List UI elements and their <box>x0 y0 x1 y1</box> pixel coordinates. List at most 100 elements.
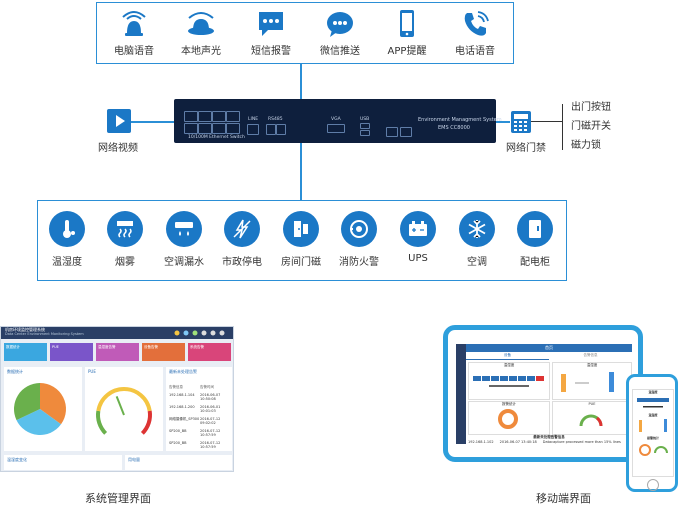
sys-tile[interactable]: 温湿度告警 <box>96 343 139 361</box>
tablet-bar <box>473 376 544 387</box>
sensor-label: 空调 <box>467 257 487 268</box>
sys-panel-power: 用电量 <box>125 455 232 470</box>
ethernet-port <box>198 111 212 122</box>
video-icon <box>107 109 131 133</box>
device-usb-label: USB <box>360 117 370 122</box>
tablet-tab[interactable]: 设备 <box>466 352 549 360</box>
sensor-label: 烟雾 <box>115 257 135 268</box>
sys-panel-pue: PUE <box>85 367 163 451</box>
table-cell: 2016-07-12 10:57:59 <box>200 441 221 449</box>
rs485-port <box>276 124 286 135</box>
sensor-label: 消防火警 <box>339 257 379 268</box>
sensor-label: 房间门磁 <box>281 257 321 268</box>
battery-icon <box>409 221 427 236</box>
device-switch-text: 10/100M Ethernet Switch <box>188 135 245 140</box>
pue-gauge <box>96 387 152 435</box>
table-cell: SP200_BB <box>169 441 187 445</box>
sys-header-title: 机房环境监控管理系统 <box>5 327 45 332</box>
gauge-arc <box>96 410 108 435</box>
system-ui-caption: 系统管理界面 <box>85 492 151 505</box>
alarm-cell: 2016-06-07 13:40:18 <box>499 440 537 444</box>
sms-icon <box>259 12 283 36</box>
tablet-header: 首页 <box>466 344 632 352</box>
sensor-item: UPS <box>389 211 447 264</box>
alarm-label: 微信推送 <box>320 46 360 57</box>
device-rs485-label: RS485 <box>268 117 283 122</box>
gauge-arc <box>140 410 152 435</box>
phone-icon <box>464 11 489 36</box>
sys-header: 机房环境监控管理系统 Data Center Environment Monit… <box>1 327 233 339</box>
tablet-tab[interactable]: 告警信息 <box>583 353 598 357</box>
power-off-icon <box>233 219 251 239</box>
tablet-alarm-table: 最新未处理告警信息 192.168.1.102 2016-06-07 13:40… <box>468 435 630 447</box>
sensor-item: 空调漏水 <box>155 211 213 268</box>
panel-title: PUE <box>588 402 596 406</box>
sensor-item: 烟雾 <box>96 211 154 268</box>
sys-tile[interactable]: 系统告警 <box>188 343 231 361</box>
sensor-item: 温湿度 <box>38 211 96 268</box>
alarm-item: 电脑语音 <box>103 9 165 57</box>
alarm-label: 电脑语音 <box>114 46 154 57</box>
usb-port <box>360 123 370 129</box>
panel-title: 最新未处理告警 <box>169 369 197 374</box>
alarm-row: 192.168.1.102 2016-06-07 13:40:18 Dataca… <box>468 440 630 444</box>
device-vga-label: VGA <box>331 117 341 122</box>
sensor-item: 消防火警 <box>330 211 388 268</box>
tablet-sidebar <box>456 344 466 444</box>
wechat-icon <box>327 12 353 37</box>
table-header-cell: 告警时间 <box>200 385 214 389</box>
alarm-item: 电话语音 <box>444 9 506 57</box>
gauge-needle <box>115 396 125 416</box>
ethernet-port <box>212 111 226 122</box>
tablet-gauge <box>579 414 603 427</box>
bracket-line <box>562 104 563 150</box>
phone-home-button[interactable] <box>647 479 659 491</box>
rs485-port <box>266 124 276 135</box>
video-label: 网络视频 <box>98 143 138 154</box>
vga-port <box>327 124 345 133</box>
table-row[interactable]: SP200_BB 2016-07-12 10:57:59 <box>169 441 231 449</box>
tablet-donut <box>498 409 518 429</box>
sys-tile[interactable]: 数据统计 <box>4 343 47 361</box>
tablet-thermo <box>561 372 614 392</box>
access-label: 网络门禁 <box>506 143 546 154</box>
snowflake-icon <box>468 220 486 238</box>
alarm-label: 电话语音 <box>455 46 495 57</box>
sys-tile[interactable]: 设备告警 <box>142 343 185 361</box>
connector-line <box>131 121 174 123</box>
panel-title: 数据统计 <box>7 369 23 374</box>
ethernet-port <box>212 123 226 134</box>
tablet-panel: PUE <box>552 401 632 435</box>
table-cell: 192.168.1.104 <box>169 393 195 397</box>
line-port <box>247 124 259 135</box>
ethernet-port <box>184 123 198 134</box>
sys-tile[interactable]: PUE <box>50 343 93 361</box>
table-cell: 192.168.1.200 <box>169 405 195 409</box>
alarm-cell: 192.168.1.102 <box>468 440 494 444</box>
sys-panel-stats: 数据统计 <box>4 367 82 451</box>
connector-line <box>300 143 302 200</box>
door-sensor-icon <box>294 221 308 237</box>
water-leak-icon <box>175 222 193 236</box>
panel-title: 温湿度 <box>586 363 598 367</box>
ethernet-port <box>198 123 212 134</box>
panel-title: 温湿度变化 <box>7 457 27 462</box>
sensor-label: UPS <box>408 253 428 264</box>
sensor-item: 房间门磁 <box>272 211 330 268</box>
tablet-panel: 报警统计 <box>468 401 550 435</box>
phone-thermo <box>639 419 667 432</box>
panel-title: 用电量 <box>128 457 140 462</box>
sensor-item: 市政停电 <box>213 211 271 268</box>
alarm-item: 短信报警 <box>240 9 302 57</box>
smoke-detector-icon <box>117 221 133 238</box>
tablet-screenshot: 首页 设备 告警信息 温湿度 温湿度 报警统计 PUE 最新未处理告警信息 19… <box>443 325 643 462</box>
ethernet-port <box>226 111 240 122</box>
alarm-label: 本地声光 <box>181 46 221 57</box>
pie-chart <box>13 383 66 435</box>
